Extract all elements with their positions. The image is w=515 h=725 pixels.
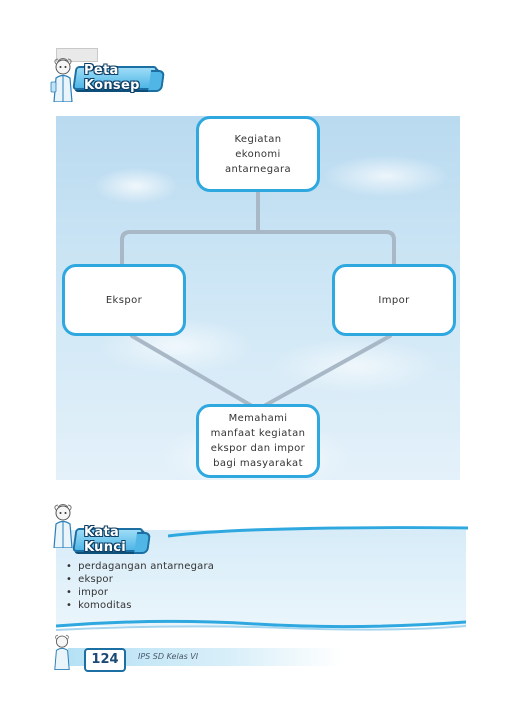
list-item: komoditas	[66, 599, 214, 612]
node-ekspor: Ekspor	[62, 264, 186, 336]
header-tab	[56, 48, 98, 62]
page-number: 124	[84, 648, 126, 672]
key-words-banner: Kata Kunci	[72, 525, 152, 555]
list-item: ekspor	[66, 573, 214, 586]
banner-tail	[147, 70, 165, 92]
node-impor-label: Impor	[378, 294, 410, 306]
connector-left-bottom	[130, 334, 254, 408]
connector-branch	[120, 230, 396, 266]
connector-right-bottom	[262, 334, 392, 408]
node-root: Kegiatan ekonomi antarnegara	[196, 116, 320, 192]
concept-map-title: Peta Konsep	[84, 63, 140, 93]
key-words-title: Kata Kunci	[84, 525, 127, 555]
concept-map-background: Kegiatan ekonomi antarnegara Ekspor Impo…	[56, 116, 460, 480]
list-item: impor	[66, 586, 214, 599]
scientist-icon	[53, 504, 73, 548]
footer-bar	[68, 648, 342, 666]
scientist-icon	[54, 634, 70, 670]
key-words-list: perdagangan antarnegara ekspor impor kom…	[66, 560, 214, 612]
node-impor: Impor	[332, 264, 456, 336]
scientist-icon	[50, 58, 73, 102]
node-bottom: Memahami manfaat kegiatan ekspor dan imp…	[196, 404, 320, 478]
book-title: IPS SD Kelas VI	[138, 652, 199, 661]
node-bottom-label: Memahami manfaat kegiatan ekspor dan imp…	[210, 413, 306, 469]
concept-map-connectors	[120, 190, 396, 408]
node-root-label: Kegiatan ekonomi antarnegara	[224, 133, 292, 175]
list-item: perdagangan antarnegara	[66, 560, 214, 573]
decorative-wave	[56, 619, 466, 631]
concept-map-banner: Peta Konsep	[72, 63, 165, 93]
node-ekspor-label: Ekspor	[105, 294, 143, 306]
key-words-rule	[168, 526, 468, 538]
